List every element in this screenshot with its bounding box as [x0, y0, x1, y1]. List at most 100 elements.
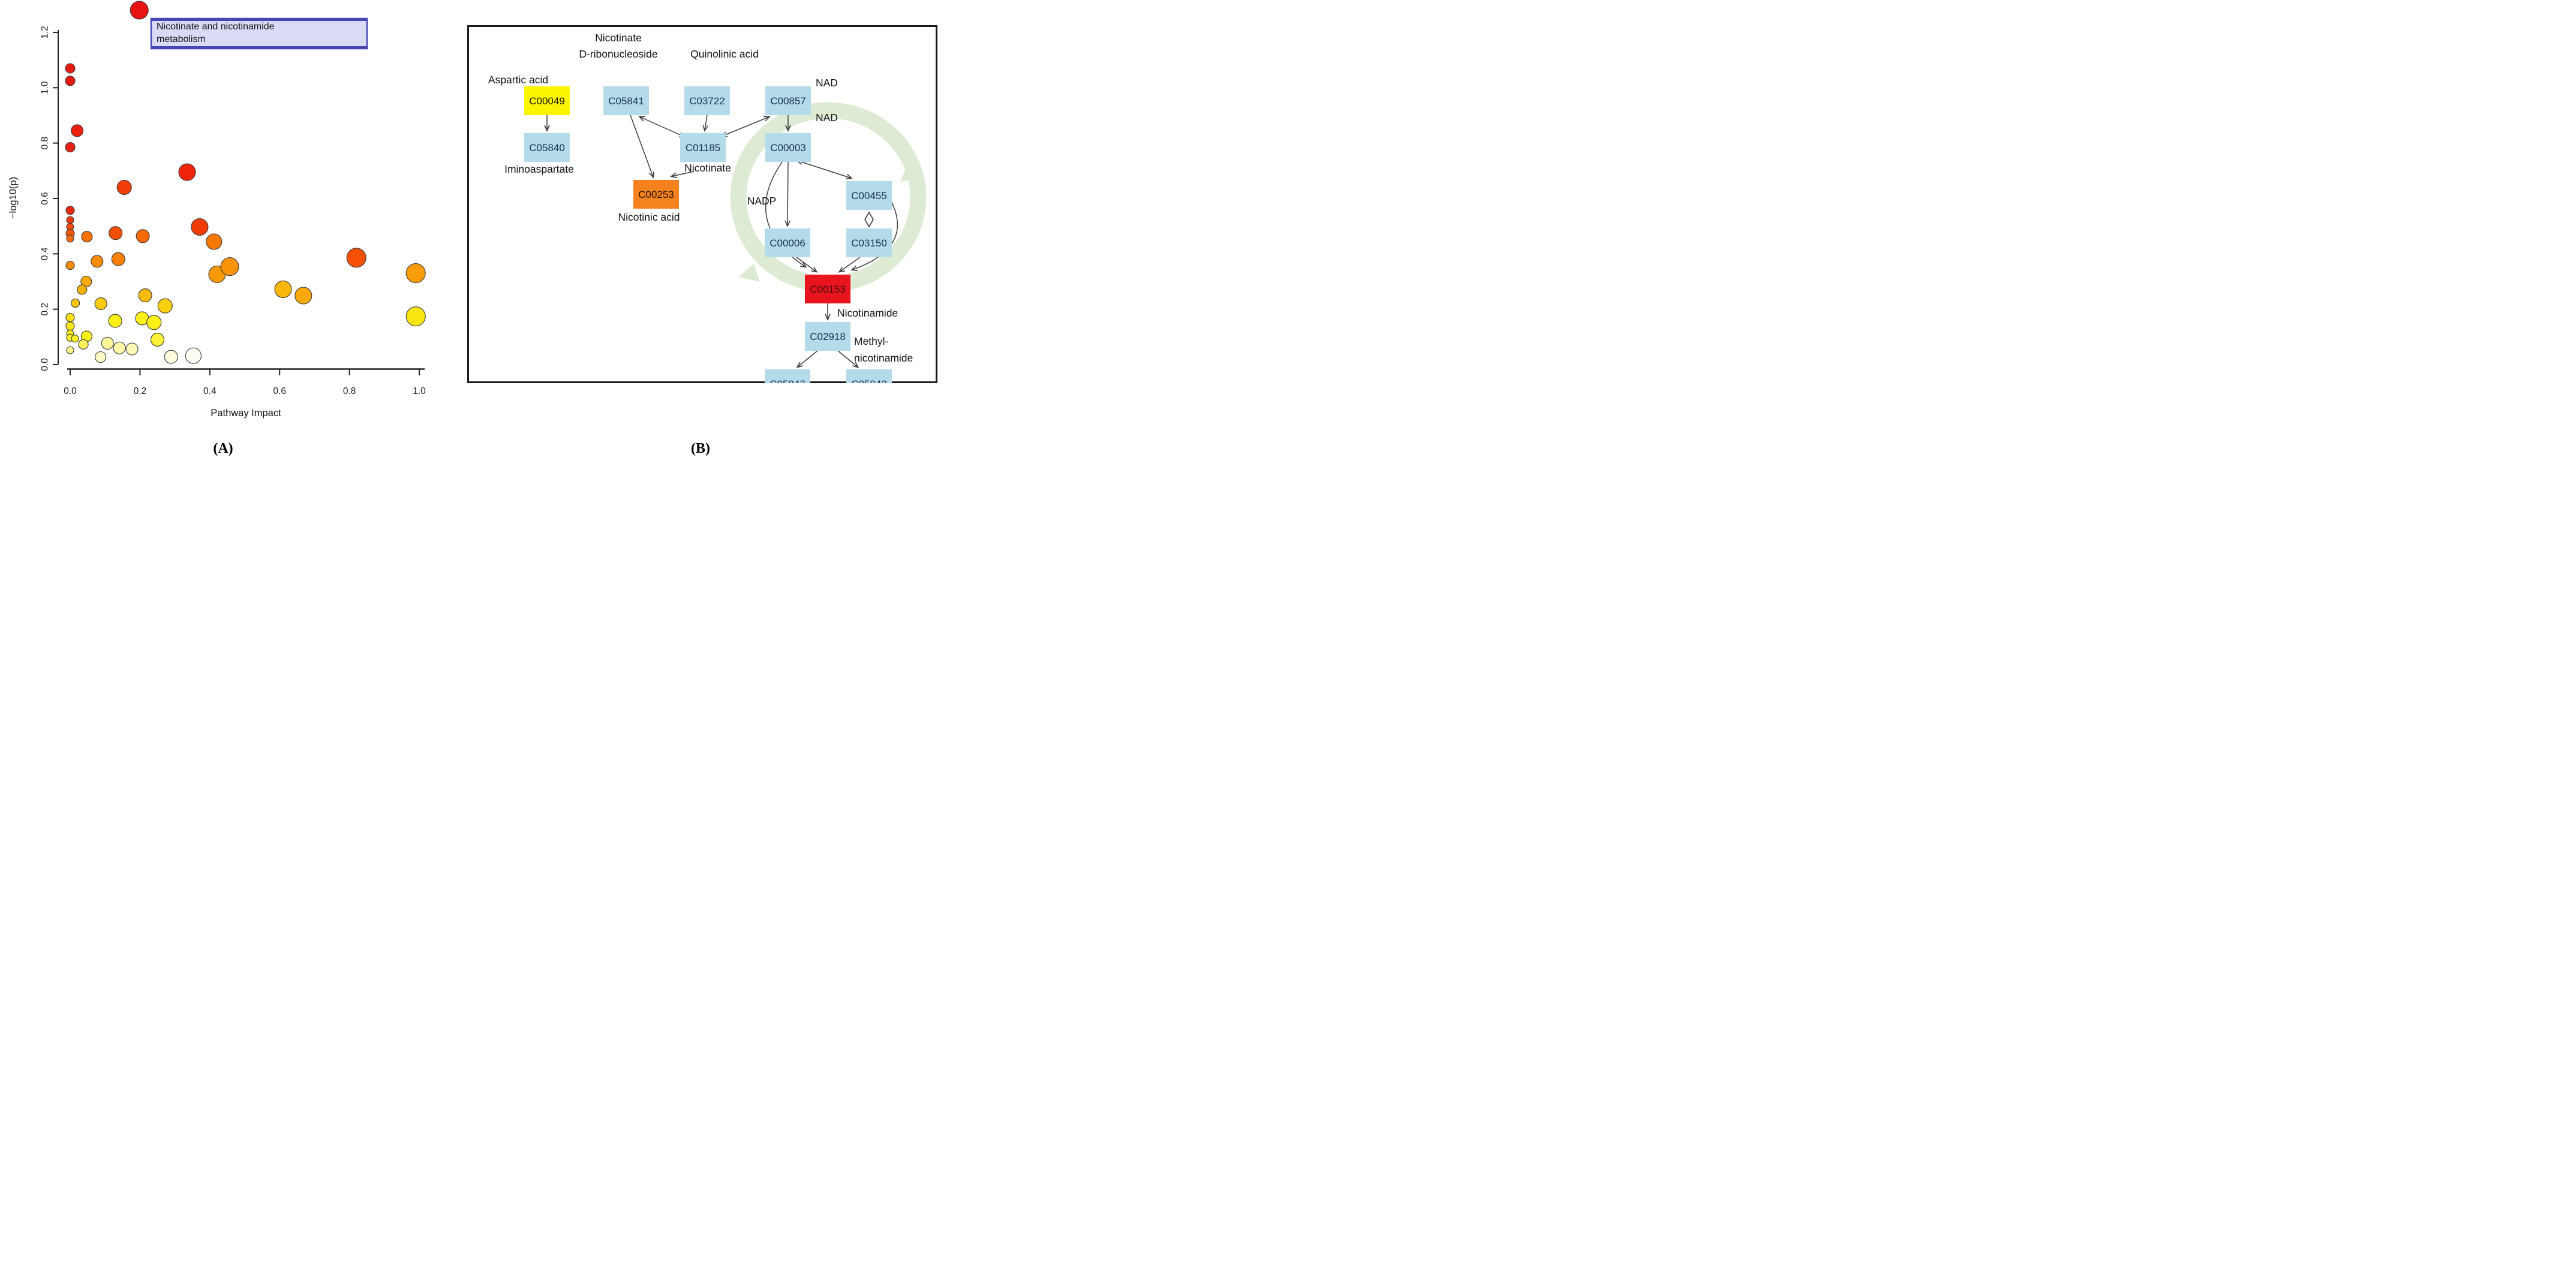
reversible-diamond-icon: [864, 211, 874, 228]
y-tick-label: 0.2: [40, 303, 50, 316]
pathway-bubble: [65, 76, 76, 86]
pathway-bubble: [346, 248, 366, 268]
pathway-bubble: [405, 306, 426, 327]
label-nicotinamide: Nicotinamide: [837, 307, 898, 319]
pathway-bubble: [78, 339, 89, 350]
label-iminoaspartate: Iminoaspartate: [504, 163, 574, 175]
node-c03722: [684, 86, 730, 115]
y-tick-label: 0.4: [40, 247, 50, 260]
edge-c00455-c00153: [850, 198, 898, 271]
cycle-ring-arrowhead: [900, 163, 922, 182]
pathway-bubble: [65, 321, 75, 331]
pathway-bubble: [65, 142, 76, 153]
pathway-bubble: [178, 163, 196, 181]
node-label-c00049: C00049: [529, 95, 565, 107]
pathway-bubble: [77, 284, 88, 295]
pathway-bubble: [274, 280, 292, 298]
edge-c05841-c01185: [638, 116, 686, 138]
x-tick-label: 0.4: [203, 386, 217, 396]
node-c05843: [765, 369, 810, 383]
pathway-bubble: [71, 124, 84, 137]
node-c05842: [846, 369, 892, 383]
y-tick-label: 0.8: [40, 137, 50, 150]
pathway-bubble: [65, 206, 75, 215]
label-nicotinate-ribo-1: Nicotinate: [595, 32, 642, 44]
edge-c00003-c00455: [796, 159, 853, 180]
pathway-bubble: [113, 341, 126, 354]
pathway-bubble: [95, 351, 107, 363]
pathway-bubble: [66, 234, 74, 243]
node-label-c00153: C00153: [810, 284, 846, 295]
pathway-bubble: [405, 263, 426, 284]
node-c02918: [805, 322, 850, 351]
node-label-c03722: C03722: [689, 95, 725, 107]
node-c00153: [805, 275, 850, 303]
annotation-box-top-edge: [151, 19, 367, 21]
node-label-c00003: C00003: [770, 142, 806, 154]
y-tick-label: 1.0: [40, 81, 50, 94]
pathway-bubble: [71, 335, 79, 343]
pathway-bubble: [71, 298, 80, 308]
node-label-c05840: C05840: [529, 142, 565, 154]
pathway-bubble: [91, 255, 104, 268]
label-quinolinic-acid: Quinolinic acid: [690, 48, 759, 60]
label-nicotinic-acid: Nicotinic acid: [618, 211, 680, 223]
node-c05840: [524, 133, 570, 162]
node-label-c03150: C03150: [851, 237, 887, 249]
pathway-bubble: [81, 231, 93, 243]
label-methyl-1: Methyl-: [854, 335, 889, 347]
edge-c01185-c00857: [720, 116, 771, 137]
x-axis-title: Pathway Impact: [211, 408, 281, 419]
pathway-bubble: [294, 287, 312, 305]
y-axis-title: −log10(p): [8, 177, 19, 219]
pathway-bubble: [157, 298, 173, 314]
node-label-c00006: C00006: [770, 237, 805, 249]
pathway-bubble: [220, 257, 239, 276]
label-nadp: NADP: [747, 195, 777, 207]
node-c00049: [524, 86, 570, 115]
node-label-c00455: C00455: [851, 190, 887, 201]
annotation-box-bottom-edge: [151, 46, 367, 49]
node-c00253: [633, 180, 679, 209]
label-nad-2: NAD: [816, 112, 838, 124]
node-c05841: [603, 86, 649, 115]
x-tick-label: 1.0: [413, 386, 426, 396]
x-tick-label: 0.8: [343, 386, 356, 396]
node-label-c00253: C00253: [638, 189, 674, 200]
pathway-bubble: [146, 315, 162, 330]
label-nad-1: NAD: [816, 77, 838, 89]
pathway-bubble: [66, 216, 74, 224]
label-nicotinate: Nicotinate: [684, 162, 731, 174]
pathway-bubble: [138, 288, 152, 303]
x-tick-label: 0.6: [273, 386, 286, 396]
pathway-bubble: [185, 347, 202, 364]
node-label-c05841: C05841: [608, 95, 644, 107]
caption-panel-a: (A): [213, 441, 233, 456]
edge-c00006-c00153: [796, 257, 818, 273]
edge-c02918-c05842: [837, 350, 859, 368]
annotation-text-line: Nicotinate and nicotinamide: [157, 22, 275, 32]
node-c00857: [765, 86, 811, 115]
annotation-box: [150, 17, 368, 50]
pathway-bubble: [66, 346, 74, 354]
pathway-bubble: [130, 1, 149, 20]
label-methyl-2: nicotinamide: [854, 352, 913, 364]
pathway-bubble: [111, 252, 125, 266]
node-label-c05843: C05843: [770, 378, 805, 383]
x-tick-label: 0.0: [64, 386, 77, 396]
node-c03150: [846, 228, 892, 257]
label-nicotinate-ribo-2: D-ribonucleoside: [579, 48, 657, 60]
edge-c03150-c00153: [838, 257, 861, 273]
node-label-c05842: C05842: [851, 378, 887, 383]
node-c00003: [765, 133, 811, 162]
label-aspartic-acid: Aspartic acid: [488, 74, 548, 86]
node-label-c02918: C02918: [810, 331, 846, 342]
pathway-bubble: [150, 332, 165, 347]
pathway-bubble: [136, 229, 150, 243]
annotation-text-line: metabolism: [157, 34, 206, 44]
edge-c03722-c01185: [702, 115, 708, 132]
node-c00455: [846, 181, 892, 210]
pathway-bubble: [108, 314, 122, 328]
